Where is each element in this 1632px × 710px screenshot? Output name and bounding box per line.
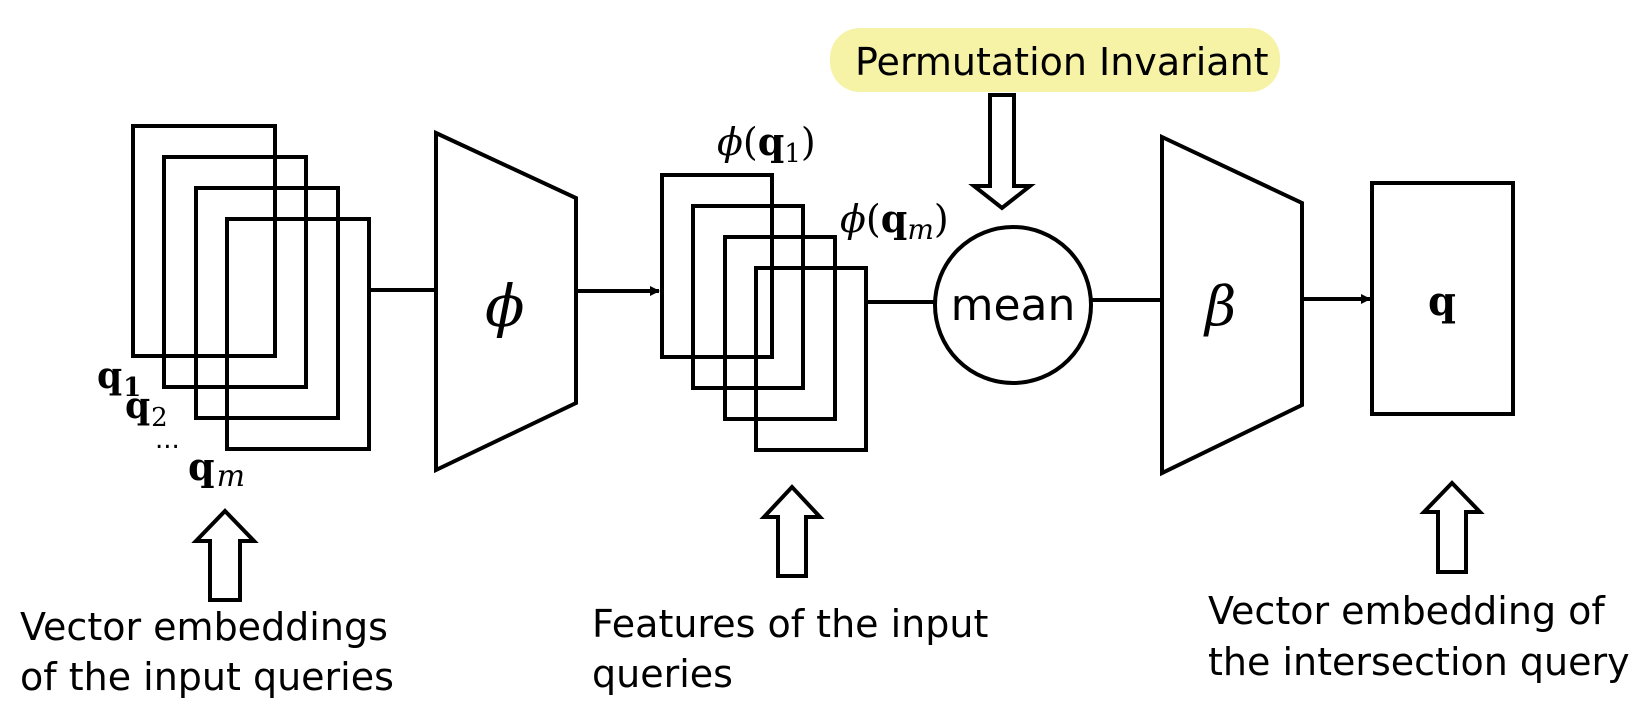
mean-label: mean [951,280,1076,331]
features-caption-line1: Features of the input [592,602,988,646]
output-query-symbol: q [1428,278,1456,325]
mean-circle [933,225,1093,385]
feature-rect-4 [754,266,868,452]
beta-network-trapezoid [1160,133,1304,477]
feature-rect-3 [723,235,837,421]
feature-label-first: ϕ(q1) [717,119,816,169]
input-label-q1: q1 [97,355,141,403]
input-label-q2: q2 [125,385,168,433]
input-query-rect-2 [162,155,308,389]
input-query-rect-3 [194,186,340,420]
input-caption-line2: of the input queries [20,655,394,699]
feature-stack [660,173,868,452]
phi-network-trapezoid [434,129,578,474]
input-queries-stack [131,124,371,451]
feature-label-last: ϕ(qm) [840,196,949,246]
input-label-ellipsis: ... [155,425,180,455]
output-caption-up-arrow [1419,480,1485,574]
beta-symbol: β [1203,275,1236,338]
output-caption-line1: Vector embedding of [1208,589,1606,633]
input-caption-line1: Vector embeddings [20,605,388,649]
permutation-invariant-label: Permutation Invariant [855,40,1269,84]
input-caption-up-arrow [191,508,259,602]
output-caption-line2: the intersection query [1208,640,1630,684]
features-caption-up-arrow [759,484,825,578]
features-caption-line2: queries [592,652,733,696]
permutation-down-arrow [968,93,1036,211]
input-query-rect-1 [131,124,277,358]
phi-symbol: ϕ [485,272,525,340]
feature-rect-2 [691,204,805,390]
input-label-qm: qm [188,444,245,494]
highlight-mark [830,28,1280,92]
output-query-box [1370,181,1515,416]
input-query-rect-4 [225,217,371,451]
